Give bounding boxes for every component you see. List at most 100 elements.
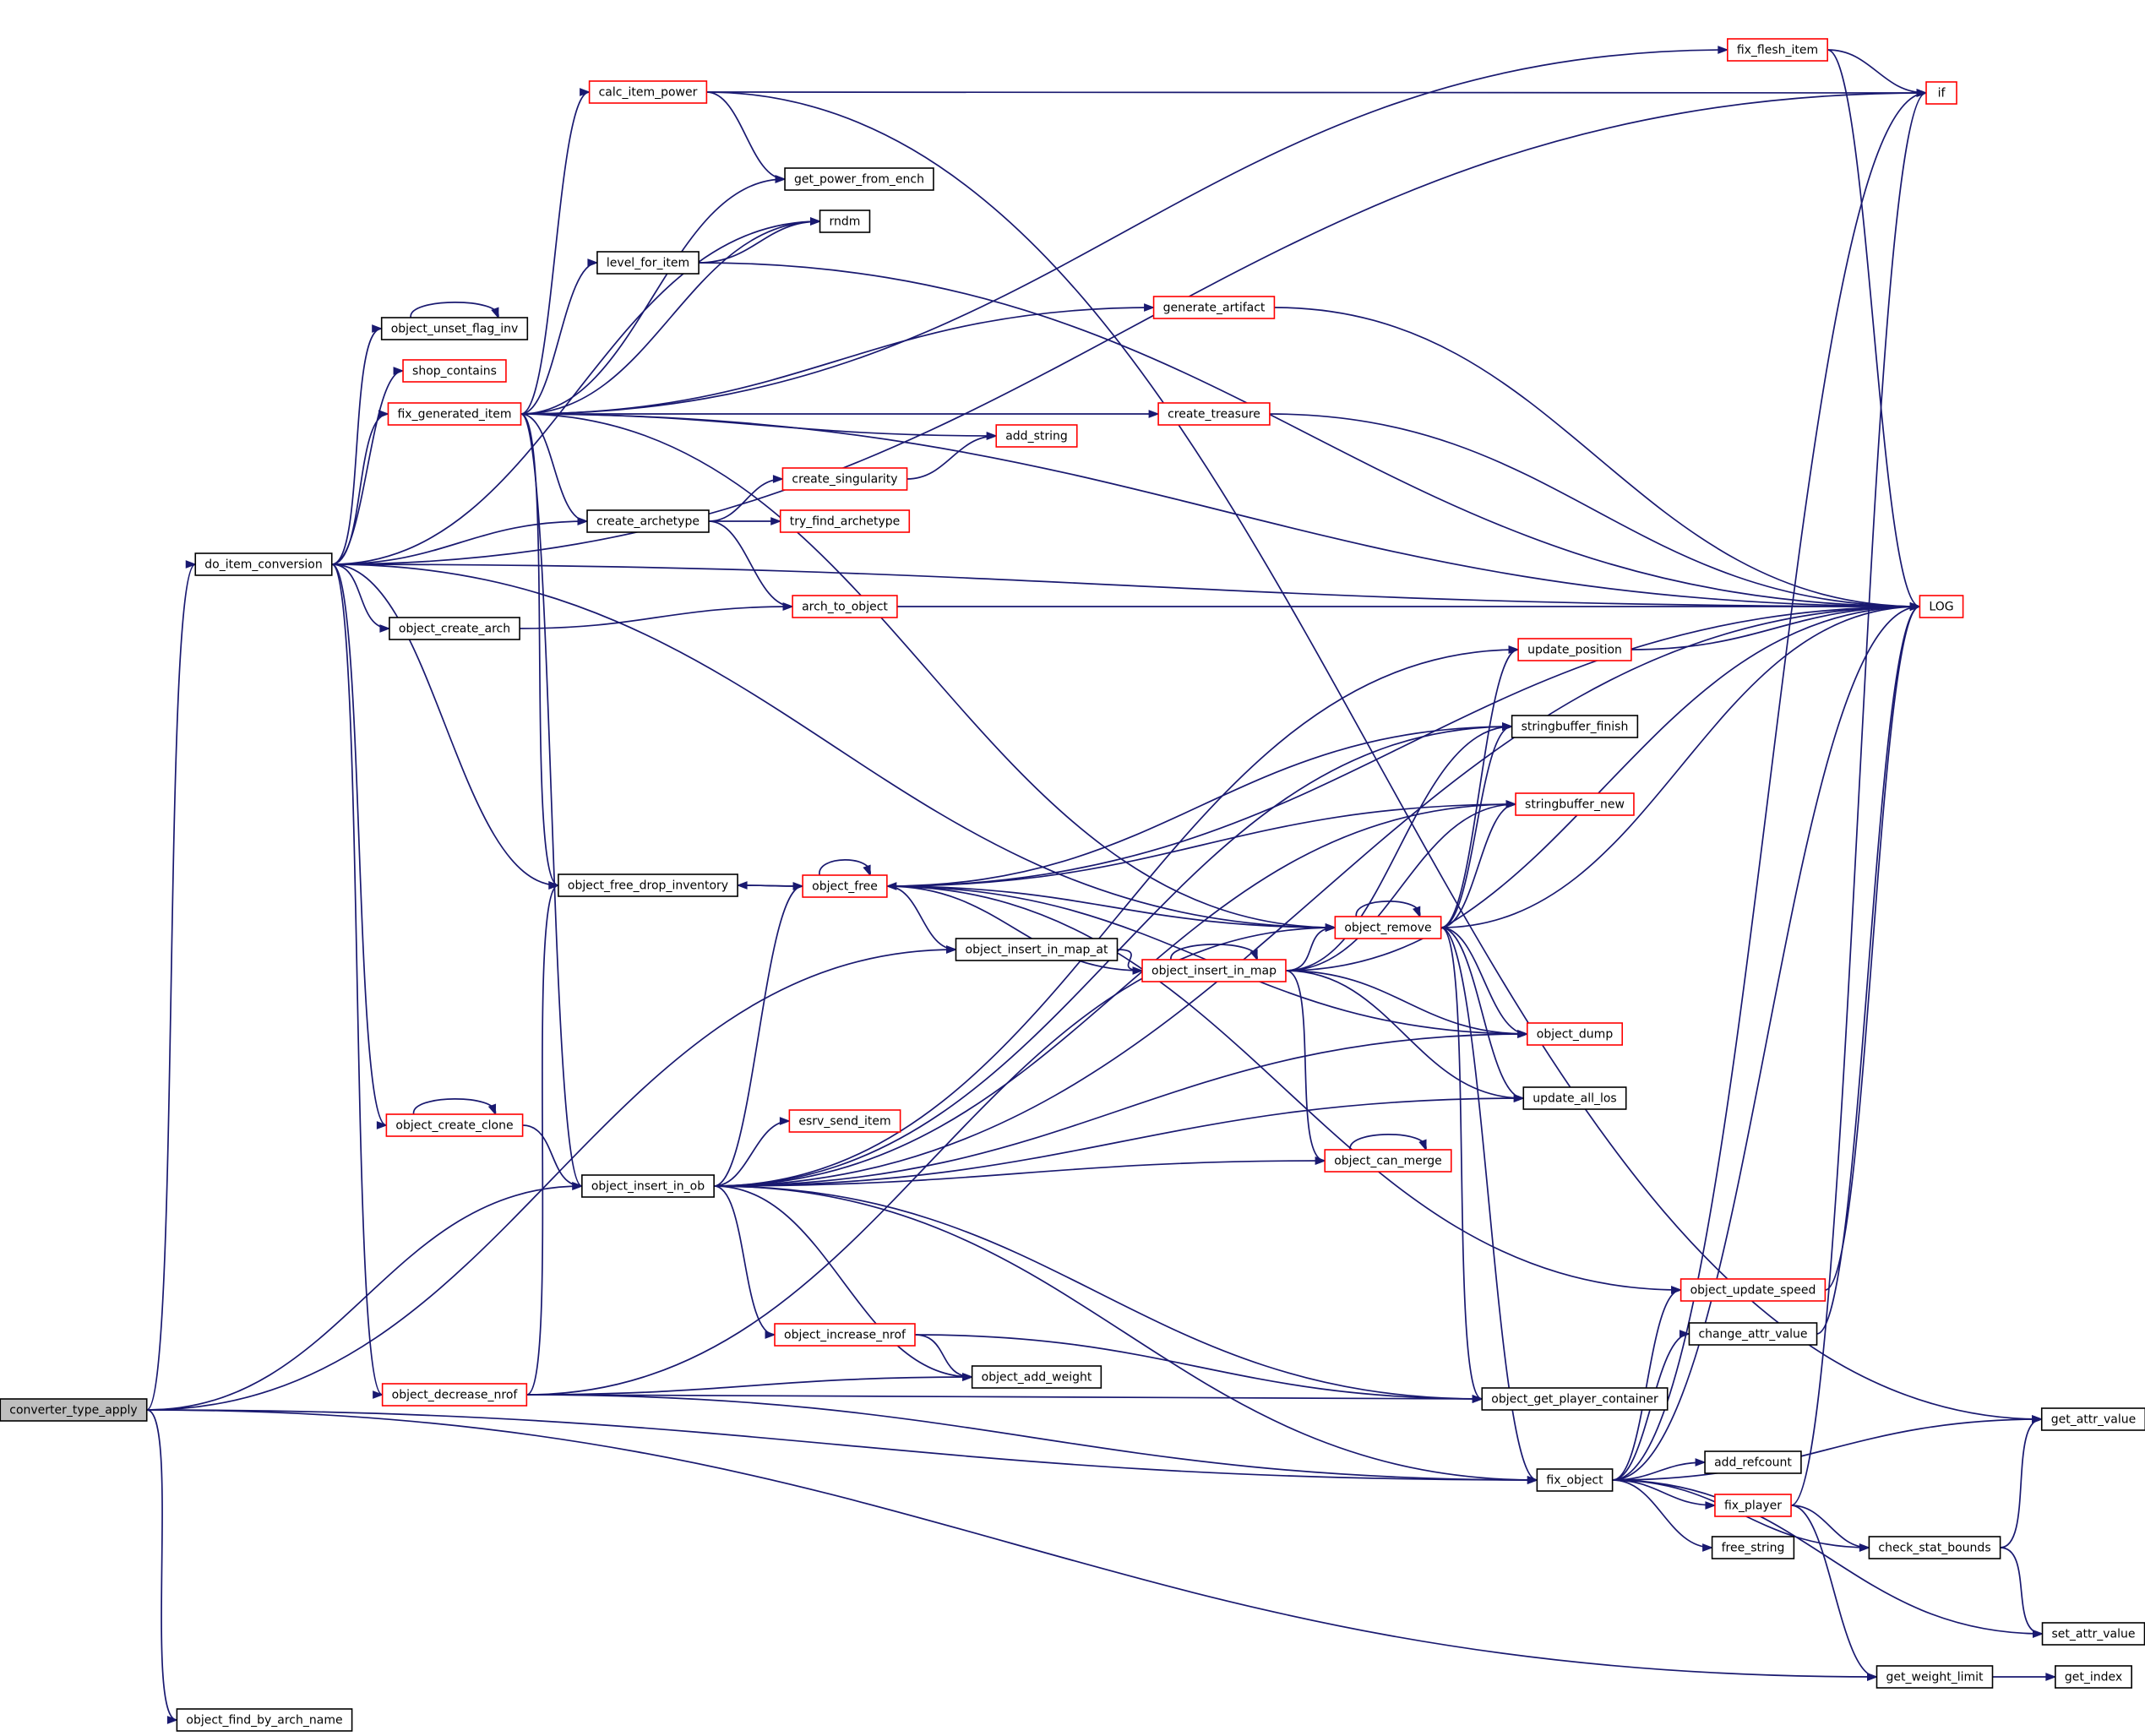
node-calc_item_power[interactable]: calc_item_power xyxy=(588,80,708,104)
node-get_attr_value[interactable]: get_attr_value xyxy=(2040,1407,2145,1431)
edge-create_singularity-to-add_string xyxy=(906,435,997,480)
node-get_index[interactable]: get_index xyxy=(2055,1665,2132,1689)
edge-do_item_conversion-to-object_decrease_nrof xyxy=(331,563,384,1396)
edge-converter_type_apply-to-do_item_conversion xyxy=(145,563,196,1411)
node-change_attr_value[interactable]: change_attr_value xyxy=(1688,1322,1818,1346)
node-try_find_archetype[interactable]: try_find_archetype xyxy=(779,509,911,533)
edge-arrowhead-object_create_clone-to-object_insert_in_ob xyxy=(572,1182,584,1190)
node-label-converter_type_apply: converter_type_apply xyxy=(9,1404,137,1418)
edge-arrowhead-object_insert_in_map-to-object_free xyxy=(885,882,897,890)
node-object_dump[interactable]: object_dump xyxy=(1526,1022,1624,1046)
edge-arrowhead-fix_generated_item-to-create_treasure xyxy=(1148,410,1160,418)
node-object_update_speed[interactable]: object_update_speed xyxy=(1680,1278,1827,1302)
node-create_archetype[interactable]: create_archetype xyxy=(586,509,710,533)
node-object_get_player_container[interactable]: object_get_player_container xyxy=(1481,1387,1669,1411)
node-fix_object[interactable]: fix_object xyxy=(1536,1468,1614,1492)
node-object_find_by_arch_name[interactable]: object_find_by_arch_name xyxy=(176,1708,353,1732)
node-object_unset_flag_inv[interactable]: object_unset_flag_inv xyxy=(380,317,529,340)
edge-do_item_conversion-to-rndm xyxy=(331,220,820,565)
edge-arrowhead-create_archetype-to-create_singularity xyxy=(772,475,784,483)
node-object_add_weight[interactable]: object_add_weight xyxy=(971,1365,1102,1389)
edge-object_remove-to-update_all_los xyxy=(1440,927,1524,1099)
edge-object_unset_flag_inv-to-object_unset_flag_inv xyxy=(410,302,499,318)
node-object_create_clone[interactable]: object_create_clone xyxy=(385,1113,524,1137)
node-generate_artifact[interactable]: generate_artifact xyxy=(1152,296,1276,319)
node-label-object_insert_in_ob: object_insert_in_ob xyxy=(591,1180,705,1194)
node-stringbuffer_new[interactable]: stringbuffer_new xyxy=(1515,792,1635,816)
node-arch_to_object[interactable]: arch_to_object xyxy=(792,595,898,618)
edge-object_create_arch-to-arch_to_object xyxy=(520,606,793,629)
node-free_string[interactable]: free_string xyxy=(1711,1536,1795,1559)
node-set_attr_value[interactable]: set_attr_value xyxy=(2041,1622,2145,1646)
node-label-fix_flesh_item: fix_flesh_item xyxy=(1737,44,1818,57)
node-fix_player[interactable]: fix_player xyxy=(1714,1494,1792,1517)
node-label-get_attr_value: get_attr_value xyxy=(2051,1413,2137,1427)
node-box-change_attr_value xyxy=(1688,1322,1818,1346)
node-rndm[interactable]: rndm xyxy=(819,210,871,233)
node-shop_contains[interactable]: shop_contains xyxy=(402,359,507,383)
node-box-update_position xyxy=(1517,638,1632,661)
node-label-do_item_conversion: do_item_conversion xyxy=(204,558,323,572)
node-converter_type_apply[interactable]: converter_type_apply xyxy=(0,1398,148,1422)
node-stringbuffer_finish[interactable]: stringbuffer_finish xyxy=(1511,715,1639,738)
node-fix_generated_item[interactable]: fix_generated_item xyxy=(387,402,522,426)
node-if[interactable]: if xyxy=(1925,81,1957,105)
node-create_singularity[interactable]: create_singularity xyxy=(781,467,908,491)
node-level_for_item[interactable]: level_for_item xyxy=(596,251,700,275)
edge-object_remove-to-object_dump xyxy=(1440,927,1527,1035)
node-box-set_attr_value xyxy=(2041,1622,2145,1646)
node-label-try_find_archetype: try_find_archetype xyxy=(790,515,901,529)
edge-object_insert_in_map-to-object_remove xyxy=(1285,927,1336,971)
edge-arrowhead-object_unset_flag_inv-to-object_unset_flag_inv xyxy=(491,307,499,319)
edge-object_free-to-object_free_drop_inventory xyxy=(738,884,803,887)
node-update_position[interactable]: update_position xyxy=(1517,638,1632,661)
node-fix_flesh_item[interactable]: fix_flesh_item xyxy=(1727,38,1828,62)
edge-object_increase_nrof-to-object_add_weight xyxy=(914,1334,972,1378)
node-update_all_los[interactable]: update_all_los xyxy=(1522,1086,1627,1110)
node-object_insert_in_ob[interactable]: object_insert_in_ob xyxy=(581,1174,715,1198)
node-label-object_dump: object_dump xyxy=(1537,1028,1614,1042)
node-LOG[interactable]: LOG xyxy=(1919,595,1964,618)
edge-arrowhead-fix_object-to-free_string xyxy=(1702,1543,1714,1552)
node-label-create_treasure: create_treasure xyxy=(1168,408,1260,422)
node-label-object_decrease_nrof: object_decrease_nrof xyxy=(392,1389,519,1402)
edge-arrowhead-fix_object-to-fix_player xyxy=(1705,1501,1717,1510)
node-label-update_position: update_position xyxy=(1527,644,1622,657)
edge-create_archetype-to-arch_to_object xyxy=(708,520,793,607)
node-object_can_merge[interactable]: object_can_merge xyxy=(1324,1149,1452,1173)
edge-arrowhead-object_remove-to-object_remove xyxy=(1413,906,1421,918)
node-label-object_unset_flag_inv: object_unset_flag_inv xyxy=(391,323,519,336)
node-object_insert_in_map[interactable]: object_insert_in_map xyxy=(1141,959,1287,982)
node-box-converter_type_apply xyxy=(0,1398,148,1422)
node-box-object_insert_in_map xyxy=(1141,959,1287,982)
edge-arrowhead-check_stat_bounds-to-get_attr_value xyxy=(2032,1415,2044,1423)
edge-fix_object-to-add_refcount xyxy=(1612,1461,1706,1481)
node-label-object_create_arch: object_create_arch xyxy=(399,623,510,636)
node-esrv_send_item[interactable]: esrv_send_item xyxy=(788,1109,901,1133)
node-label-stringbuffer_new: stringbuffer_new xyxy=(1525,798,1625,812)
edge-arrowhead-converter_type_apply-to-object_find_by_arch_name xyxy=(166,1716,178,1724)
edge-object_free-to-object_insert_in_map_at xyxy=(886,885,956,950)
node-label-arch_to_object: arch_to_object xyxy=(802,601,888,614)
edge-arrowhead-check_stat_bounds-to-set_attr_value xyxy=(2033,1630,2044,1638)
edge-fix_generated_item-to-LOG xyxy=(520,413,1920,607)
node-object_create_arch[interactable]: object_create_arch xyxy=(389,617,520,640)
edge-fix_object-to-if xyxy=(1612,92,1927,1481)
node-get_power_from_ench[interactable]: get_power_from_ench xyxy=(784,167,934,191)
node-object_decrease_nrof[interactable]: object_decrease_nrof xyxy=(381,1383,528,1407)
node-do_item_conversion[interactable]: do_item_conversion xyxy=(194,552,333,576)
node-add_string[interactable]: add_string xyxy=(995,424,1078,448)
node-box-object_dump xyxy=(1526,1022,1624,1046)
node-box-object_add_weight xyxy=(971,1365,1102,1389)
node-add_refcount[interactable]: add_refcount xyxy=(1704,1450,1802,1474)
node-check_stat_bounds[interactable]: check_stat_bounds xyxy=(1868,1536,2001,1559)
node-object_increase_nrof[interactable]: object_increase_nrof xyxy=(774,1323,916,1347)
node-box-object_find_by_arch_name xyxy=(176,1708,353,1732)
node-object_free[interactable]: object_free xyxy=(802,874,888,898)
edge-arrowhead-object_increase_nrof-to-object_add_weight xyxy=(962,1373,974,1381)
node-object_remove[interactable]: object_remove xyxy=(1334,916,1442,939)
node-create_treasure[interactable]: create_treasure xyxy=(1157,402,1271,426)
node-get_weight_limit[interactable]: get_weight_limit xyxy=(1876,1665,1994,1689)
node-object_insert_in_map_at[interactable]: object_insert_in_map_at xyxy=(955,938,1119,961)
node-object_free_drop_inventory[interactable]: object_free_drop_inventory xyxy=(558,873,738,897)
